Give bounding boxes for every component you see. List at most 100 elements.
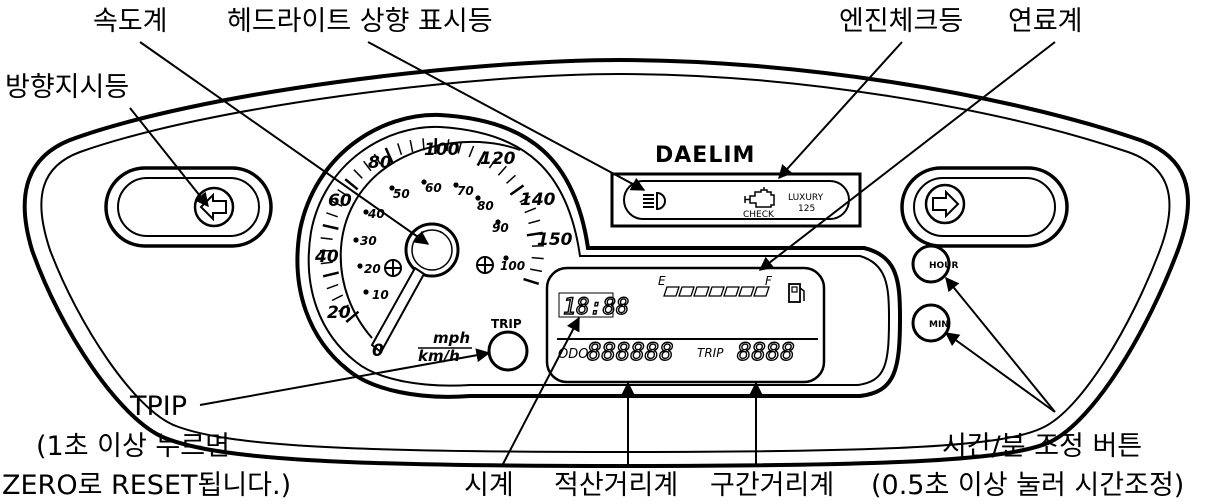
leader-clock — [502, 316, 580, 465]
leader-turn-signal — [129, 107, 209, 208]
leader-speedometer — [139, 41, 430, 245]
kmh-dots — [353, 179, 509, 295]
dial-tick — [320, 261, 333, 265]
dial-tick — [373, 153, 382, 165]
fuel-bar-segment — [708, 286, 725, 297]
lcd-trip-label: TRIP — [697, 346, 724, 360]
dial-tick — [353, 169, 363, 179]
dial-tick — [337, 189, 349, 197]
fuel-empty-label: E — [658, 274, 666, 288]
mph-tick-150: 150 — [537, 230, 573, 250]
lcd-display: 18:88 E F ODO 888888 TRIP 8888 — [545, 266, 826, 384]
left-turn-signal-window — [104, 166, 273, 248]
min-button-label: MIN — [929, 320, 949, 330]
kmh-tick-40: 40 — [367, 207, 385, 221]
callout-lines — [129, 41, 1056, 465]
label-trip-button-note1: (1초 이상 누르면 — [36, 431, 230, 462]
kmh-tick-80: 80 — [477, 199, 494, 213]
fuel-full-label: F — [765, 274, 773, 288]
kmh-tick-90: 90 — [492, 221, 509, 235]
label-high-beam: 헤드라이트 상향 표시등 — [227, 6, 493, 37]
model-number: 125 — [798, 204, 815, 214]
dial-tick — [523, 277, 540, 286]
dial-tick — [326, 283, 339, 290]
check-label: CHECK — [743, 210, 775, 220]
fuel-bar-segment — [738, 286, 755, 297]
kmh-dot — [357, 263, 363, 269]
dial-tick — [446, 139, 450, 152]
dial-tick — [530, 268, 543, 273]
dial-tick — [397, 143, 403, 156]
label-trip-button-note2: ZERO로 RESET됩니다.) — [2, 470, 291, 501]
kmh-tick-10: 10 — [372, 288, 389, 302]
kmh-dot — [363, 289, 369, 295]
indicator-window: DAELIM CHECK LUXURY 125 — [610, 143, 862, 228]
label-speedometer: 속도계 — [93, 6, 168, 37]
lcd-odometer: 888888 — [587, 338, 674, 366]
gauge-housing — [295, 112, 903, 399]
label-odometer: 적산거리계 — [554, 470, 678, 501]
dial-tick — [363, 160, 372, 172]
kmh-tick-60: 60 — [425, 181, 442, 195]
dial-tick — [422, 138, 425, 151]
right-turn-signal-window — [900, 166, 1069, 248]
min-button[interactable]: MIN — [911, 303, 951, 343]
speedometer-tick-marks — [319, 138, 544, 323]
callout-labels: 속도계 헤드라이트 상향 표시등 엔진체크등 연료계 방향지시등 TPIP (1… — [2, 6, 1184, 501]
dial-tick — [506, 174, 516, 184]
dial-tick — [476, 150, 487, 167]
dial-tick — [409, 139, 414, 153]
leader-high-beam — [367, 41, 646, 191]
kmh-tick-20: 20 — [364, 262, 381, 276]
label-engine-check: 엔진체크등 — [839, 6, 963, 37]
brand-logo: DAELIM — [655, 143, 755, 168]
gauge-housing-inner — [307, 125, 891, 387]
trip-button[interactable]: TRIP — [487, 317, 529, 372]
dial-tick — [344, 178, 359, 191]
label-time-adjust-title: 시간/분 조정 버튼 — [942, 431, 1142, 462]
mph-tick-0: 0 — [372, 341, 384, 361]
kmh-dot — [421, 179, 427, 185]
dial-tick — [326, 212, 338, 218]
dial-tick — [345, 310, 360, 323]
leader-fuel-gauge — [758, 41, 1056, 271]
label-turn-signal: 방향지시등 — [5, 72, 129, 103]
kmh-dot — [503, 255, 509, 261]
model-name: LUXURY — [788, 193, 824, 203]
dial-tick — [528, 219, 541, 225]
fuel-bar-segment — [678, 286, 695, 297]
dial-tick — [322, 271, 339, 278]
kmh-tick-50: 50 — [393, 187, 410, 201]
hour-button[interactable]: HOUR — [911, 244, 958, 284]
lcd-clock: 18:88 — [563, 295, 629, 320]
mph-tick-120: 120 — [480, 149, 516, 169]
kmh-tick-30: 30 — [360, 234, 377, 248]
kmh-dot — [495, 219, 501, 225]
dial-tick — [331, 294, 344, 302]
kmh-dot — [475, 195, 481, 201]
dial-tick — [457, 141, 463, 154]
right-arrow-icon — [932, 189, 960, 219]
dial-tick — [524, 207, 537, 214]
mph-tick-80: 80 — [368, 153, 392, 173]
instrument-panel: 0 20 40 60 80 100 120 140 150 10 20 30 4… — [22, 57, 1190, 469]
kmh-dot — [389, 185, 395, 191]
kmh-dot — [353, 237, 359, 243]
lcd-tripmeter: 8888 — [737, 338, 795, 366]
label-clock: 시계 — [464, 470, 514, 501]
dial-tick — [519, 195, 531, 203]
kmh-tick-100: 100 — [500, 259, 525, 273]
engine-check-icon — [744, 187, 775, 208]
label-tripmeter: 구간거리계 — [710, 470, 834, 501]
fuel-bar-segment — [693, 286, 710, 297]
mph-tick-40: 40 — [314, 247, 339, 267]
unit-mph: mph — [433, 329, 470, 347]
dial-tick — [488, 157, 497, 169]
kmh-dot — [363, 209, 369, 215]
label-fuel-gauge: 연료계 — [1008, 6, 1083, 37]
dial-tick — [526, 231, 543, 237]
kmh-tick-70: 70 — [457, 184, 474, 198]
dial-tick — [497, 165, 507, 176]
speedometer-needle — [370, 266, 426, 354]
